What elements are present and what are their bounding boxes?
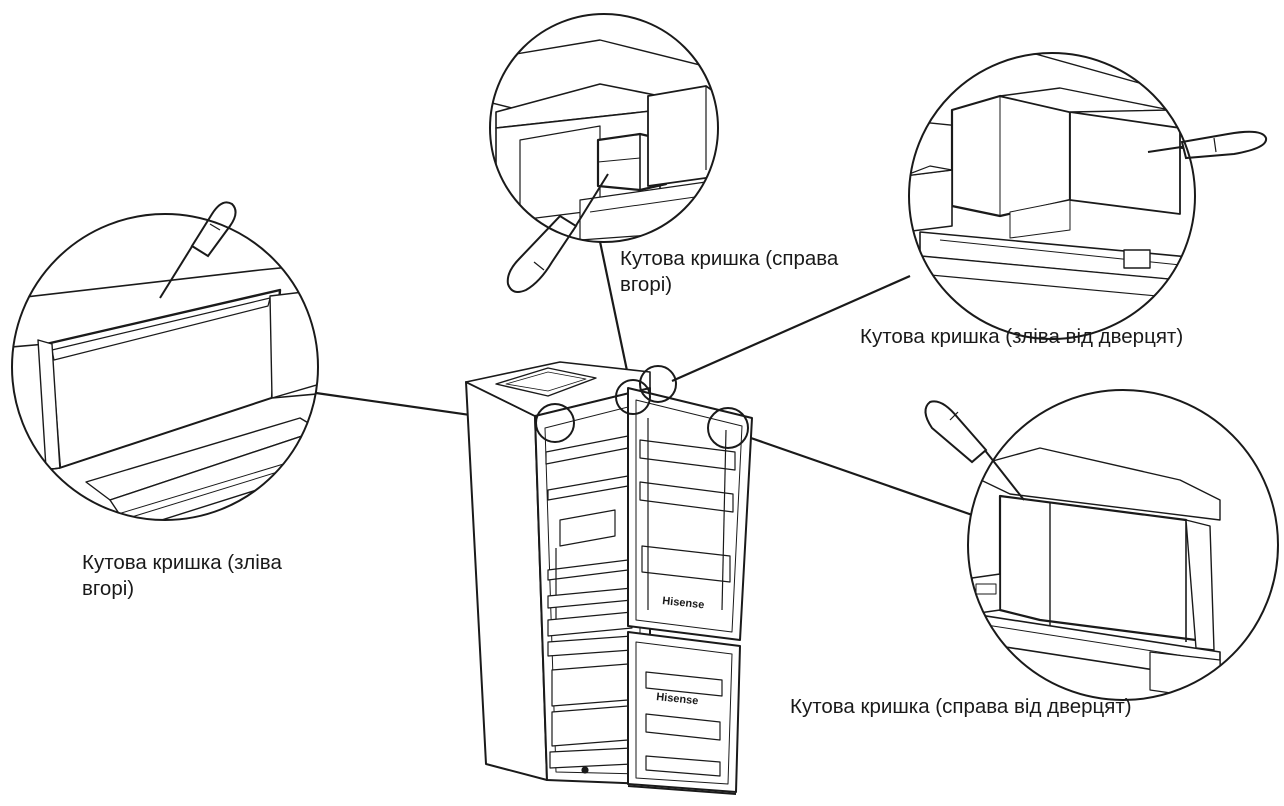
magnifier-right-door	[924, 389, 1279, 701]
label-top-right-cover: Кутова кришка (справа вгорі)	[620, 246, 838, 298]
screwdriver-right-door	[924, 400, 1025, 501]
leader-line-left-door	[671, 274, 911, 383]
highlight-right-door	[707, 407, 749, 449]
highlight-left-door	[639, 365, 677, 403]
refrigerator	[465, 361, 753, 795]
label-left-door-cover: Кутова кришка (зліва від дверцят)	[860, 324, 1183, 350]
screwdriver-top-right	[506, 173, 609, 293]
magnifier-top-left	[11, 201, 319, 521]
label-top-right-cover-line1: Кутова кришка (справа	[620, 247, 839, 270]
label-top-left-cover: Кутова кришка (зліва вгорі)	[82, 550, 282, 602]
label-right-door-cover: Кутова кришка (справа від дверцят)	[790, 694, 1132, 720]
label-right-door-cover-text: Кутова кришка (справа від дверцят)	[790, 695, 1132, 718]
highlight-circles	[535, 365, 749, 449]
label-left-door-cover-text: Кутова кришка (зліва від дверцят)	[860, 325, 1184, 348]
highlight-top-left	[535, 403, 575, 443]
brand-text-upper: Hisense	[662, 595, 705, 611]
screwdriver-left-door	[1147, 130, 1268, 160]
leader-line-right-door	[747, 435, 979, 519]
brand-text-lower: Hisense	[656, 691, 699, 707]
label-top-left-cover-line2: вгорі)	[82, 577, 135, 600]
screwdriver-top-left	[159, 201, 237, 299]
label-top-right-cover-line2: вгорі)	[620, 273, 673, 296]
leader-line-top-right	[596, 231, 632, 386]
highlight-top-right	[615, 379, 651, 415]
magnifier-top-right	[489, 13, 719, 293]
magnifier-left-door	[908, 52, 1268, 340]
label-top-left-cover-line1: Кутова кришка (зліва	[82, 551, 282, 574]
